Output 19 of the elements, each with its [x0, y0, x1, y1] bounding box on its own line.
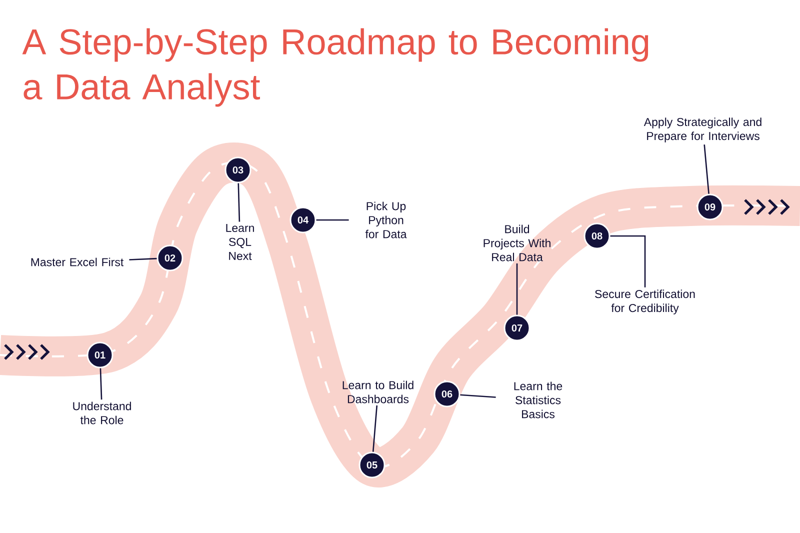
- leader-line: [516, 263, 518, 315]
- leader-line: [316, 219, 349, 221]
- leader-line: [100, 368, 102, 400]
- leader-line: [372, 405, 378, 452]
- leader-line: [460, 394, 496, 398]
- leader-line: [129, 258, 157, 260]
- leader-line: [238, 183, 240, 222]
- step-label: Secure Certification for Credibility: [595, 290, 695, 314]
- step-label: Master Excel First: [31, 258, 124, 266]
- step-label: Understand the Role: [73, 402, 131, 424]
- step-label: Apply Strategically and Prepare for Interviews: [644, 118, 762, 142]
- step-label: Learn the Statistics Basics: [514, 382, 562, 418]
- step-label: Build Projects With Real Data: [484, 224, 550, 262]
- step-label: Pick Up Python for Data: [365, 202, 407, 238]
- step-label: Learn to Build Dashboards: [342, 380, 414, 404]
- leader-line: [610, 235, 646, 288]
- leader-line: [704, 144, 710, 194]
- title: A Step-by-Step Roadmap to Becoming a Data Analyst: [22, 28, 648, 107]
- step-label: Learn SQL Next: [226, 224, 254, 260]
